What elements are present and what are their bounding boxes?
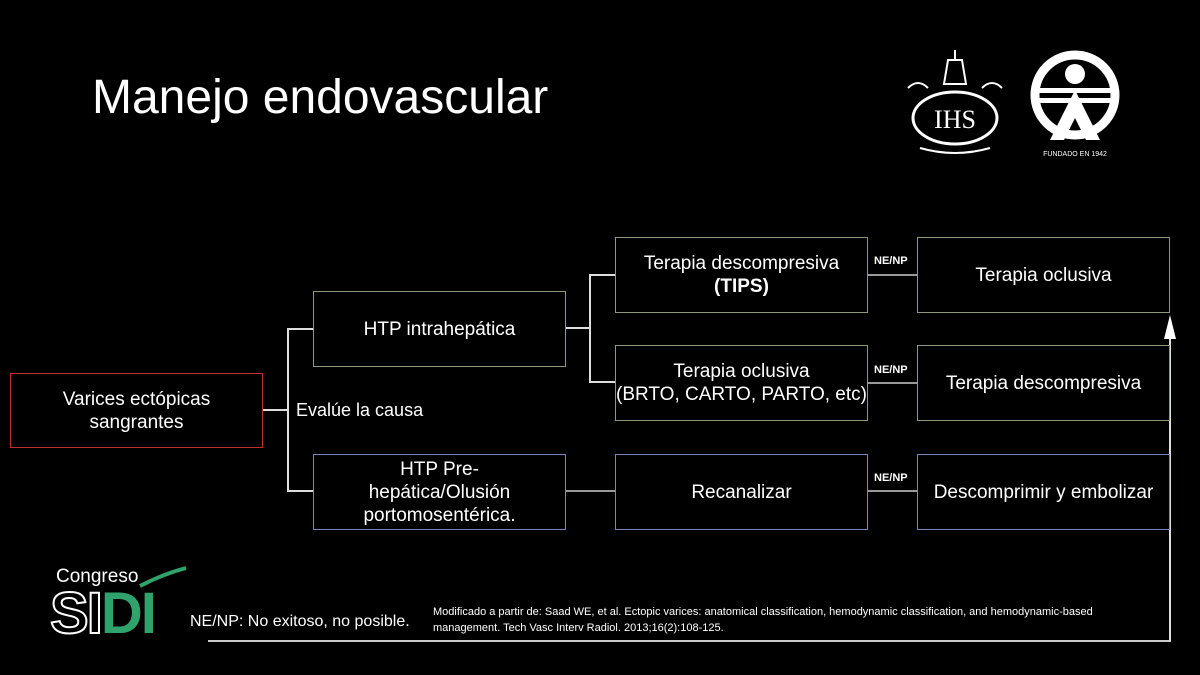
- box-terapia-oclusiva: Terapia oclusiva: [917, 237, 1170, 313]
- jesuit-logo: IHS: [900, 48, 1010, 156]
- connector: [589, 274, 591, 383]
- congreso-sidi-logo: Congreso SIDI: [49, 566, 190, 646]
- evalue-label: Evalúe la causa: [296, 400, 424, 420]
- institution-logo: FUNDADO EN 1942: [1030, 50, 1120, 160]
- box-label: Terapia oclusiva: [975, 264, 1112, 286]
- nenp-label: NE/NP: [874, 472, 908, 484]
- connector: [287, 328, 313, 330]
- connector: [589, 381, 615, 383]
- connector: [867, 490, 917, 492]
- arrow-up-icon: [1164, 315, 1176, 339]
- logo-text: SIDI: [49, 581, 157, 646]
- connector: [589, 274, 615, 276]
- logo-text: Congreso: [56, 566, 139, 587]
- svg-text:IHS: IHS: [934, 105, 976, 134]
- box-label: Recanalizar: [691, 481, 792, 503]
- return-line: [208, 640, 1171, 642]
- nenp-label: NE/NP: [874, 255, 908, 267]
- box-varices: Varices ectópicas sangrantes: [10, 373, 263, 448]
- box-recanalizar: Recanalizar: [615, 454, 868, 530]
- box-htp-prehepatica: HTP Pre-hepática/Olusión portomosentéric…: [313, 454, 566, 530]
- reference-text: Modificado a partir de: Saad WE, et al. …: [433, 606, 1093, 634]
- slide-title: Manejo endovascular: [92, 71, 549, 124]
- connector: [565, 327, 590, 329]
- connector: [287, 490, 313, 492]
- box-label: (BRTO, CARTO, PARTO, etc): [616, 384, 867, 405]
- connector: [287, 328, 289, 492]
- box-label: (TIPS): [714, 276, 769, 297]
- box-label: HTP intrahepática: [363, 318, 516, 340]
- box-terapia-descompresiva: Terapia descompresiva: [917, 345, 1170, 421]
- box-label: HTP Pre-hepática/Olusión portomosentéric…: [363, 458, 516, 526]
- return-line: [1169, 335, 1171, 641]
- connector: [867, 382, 917, 384]
- legend-text: NE/NP: No exitoso, no posible.: [190, 613, 410, 630]
- nenp-label: NE/NP: [874, 364, 908, 376]
- connector: [565, 490, 615, 492]
- box-label: Descomprimir y embolizar: [933, 481, 1154, 503]
- box-htp-intrahepatica: HTP intrahepática: [313, 291, 566, 367]
- box-label: Terapia descompresiva: [945, 372, 1142, 394]
- connector: [867, 274, 917, 276]
- box-oclusiva: Terapia oclusiva(BRTO, CARTO, PARTO, etc…: [615, 345, 868, 421]
- box-label: Terapia oclusiva: [673, 361, 810, 382]
- box-tips: Terapia descompresiva(TIPS): [615, 237, 868, 313]
- connector: [262, 409, 288, 411]
- box-label: Varices ectópicas sangrantes: [62, 388, 211, 433]
- box-descomprimir: Descomprimir y embolizar: [917, 454, 1170, 530]
- founded-text: FUNDADO EN 1942: [1043, 151, 1107, 158]
- box-label: Terapia descompresiva: [643, 253, 840, 274]
